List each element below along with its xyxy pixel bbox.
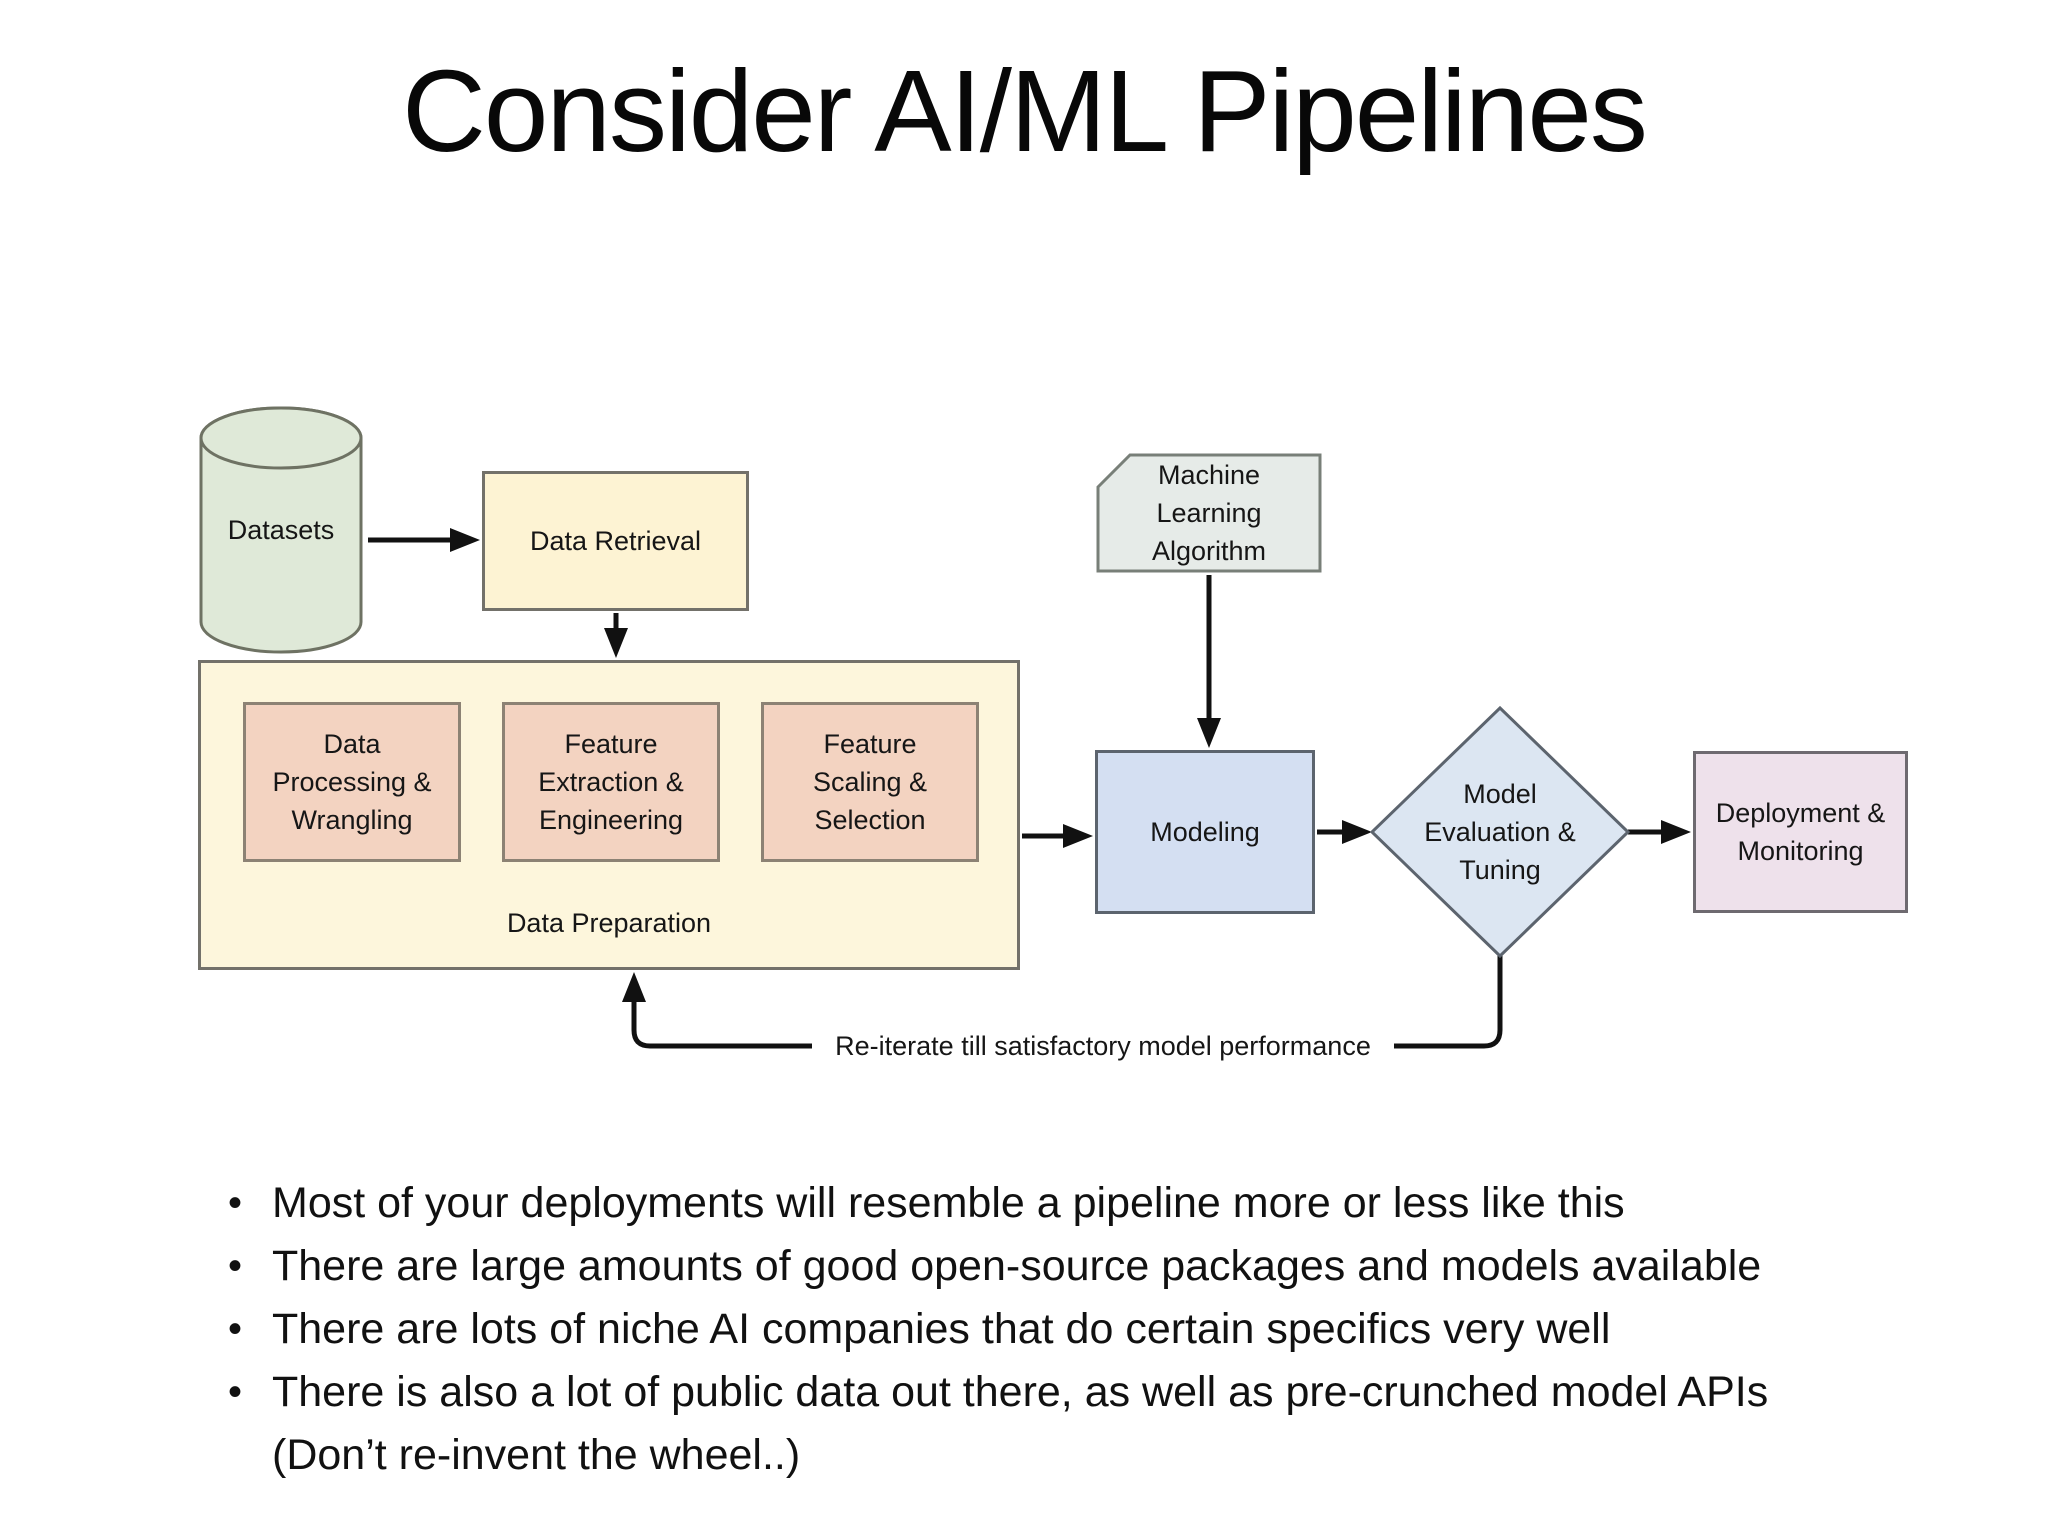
model-evaluation-label: Model Evaluation & Tuning [1424,779,1576,885]
bullet-item: • Most of your deployments will resemble… [228,1172,1938,1235]
node-step-extraction: Feature Extraction & Engineering [502,702,720,862]
node-data-retrieval: Data Retrieval [482,471,749,611]
step-extraction-label: Feature Extraction & Engineering [538,729,684,835]
feedback-loop-label: Re-iterate till satisfactory model perfo… [812,1024,1394,1068]
bullet-item: • There are lots of niche AI companies t… [228,1298,1938,1361]
step-scaling-label: Feature Scaling & Selection [812,729,928,835]
bullet-marker: • [228,1307,243,1351]
data-preparation-label: Data Preparation [506,908,712,938]
data-retrieval-label: Data Retrieval [529,526,702,556]
modeling-label: Modeling [1150,817,1260,847]
node-model-evaluation: Model Evaluation & Tuning [1368,704,1632,960]
bullet-marker: • [228,1244,243,1288]
node-deployment: Deployment & Monitoring [1693,751,1908,913]
bullet-text: There is also a lot of public data out t… [272,1368,1769,1479]
bullet-text: There are lots of niche AI companies tha… [272,1305,1611,1353]
node-ml-algorithm: Machine Learning Algorithm [1096,453,1322,573]
bullet-text: Most of your deployments will resemble a… [272,1179,1625,1227]
datasets-label: Datasets [227,515,335,545]
page-title: Consider AI/ML Pipelines [402,46,1648,176]
node-step-scaling: Feature Scaling & Selection [761,702,979,862]
step-processing-label: Data Processing & Wrangling [272,729,432,835]
bullet-marker: • [228,1370,243,1414]
bullet-marker: • [228,1181,243,1225]
bullet-list: • Most of your deployments will resemble… [228,1172,1938,1487]
bullet-item: • There is also a lot of public data out… [228,1361,1938,1487]
node-modeling: Modeling [1095,750,1315,914]
datasets-cylinder-shape [199,406,363,654]
ml-algorithm-card-shape [1096,453,1322,573]
node-step-processing: Data Processing & Wrangling [243,702,461,862]
deployment-label: Deployment & Monitoring [1715,798,1886,866]
node-datasets: Datasets [196,405,366,655]
model-evaluation-diamond-shape [1369,705,1631,959]
bullet-item: • There are large amounts of good open-s… [228,1235,1938,1298]
ml-algorithm-label: Machine Learning Algorithm [1151,460,1267,566]
bullet-text: There are large amounts of good open-sou… [272,1242,1762,1290]
